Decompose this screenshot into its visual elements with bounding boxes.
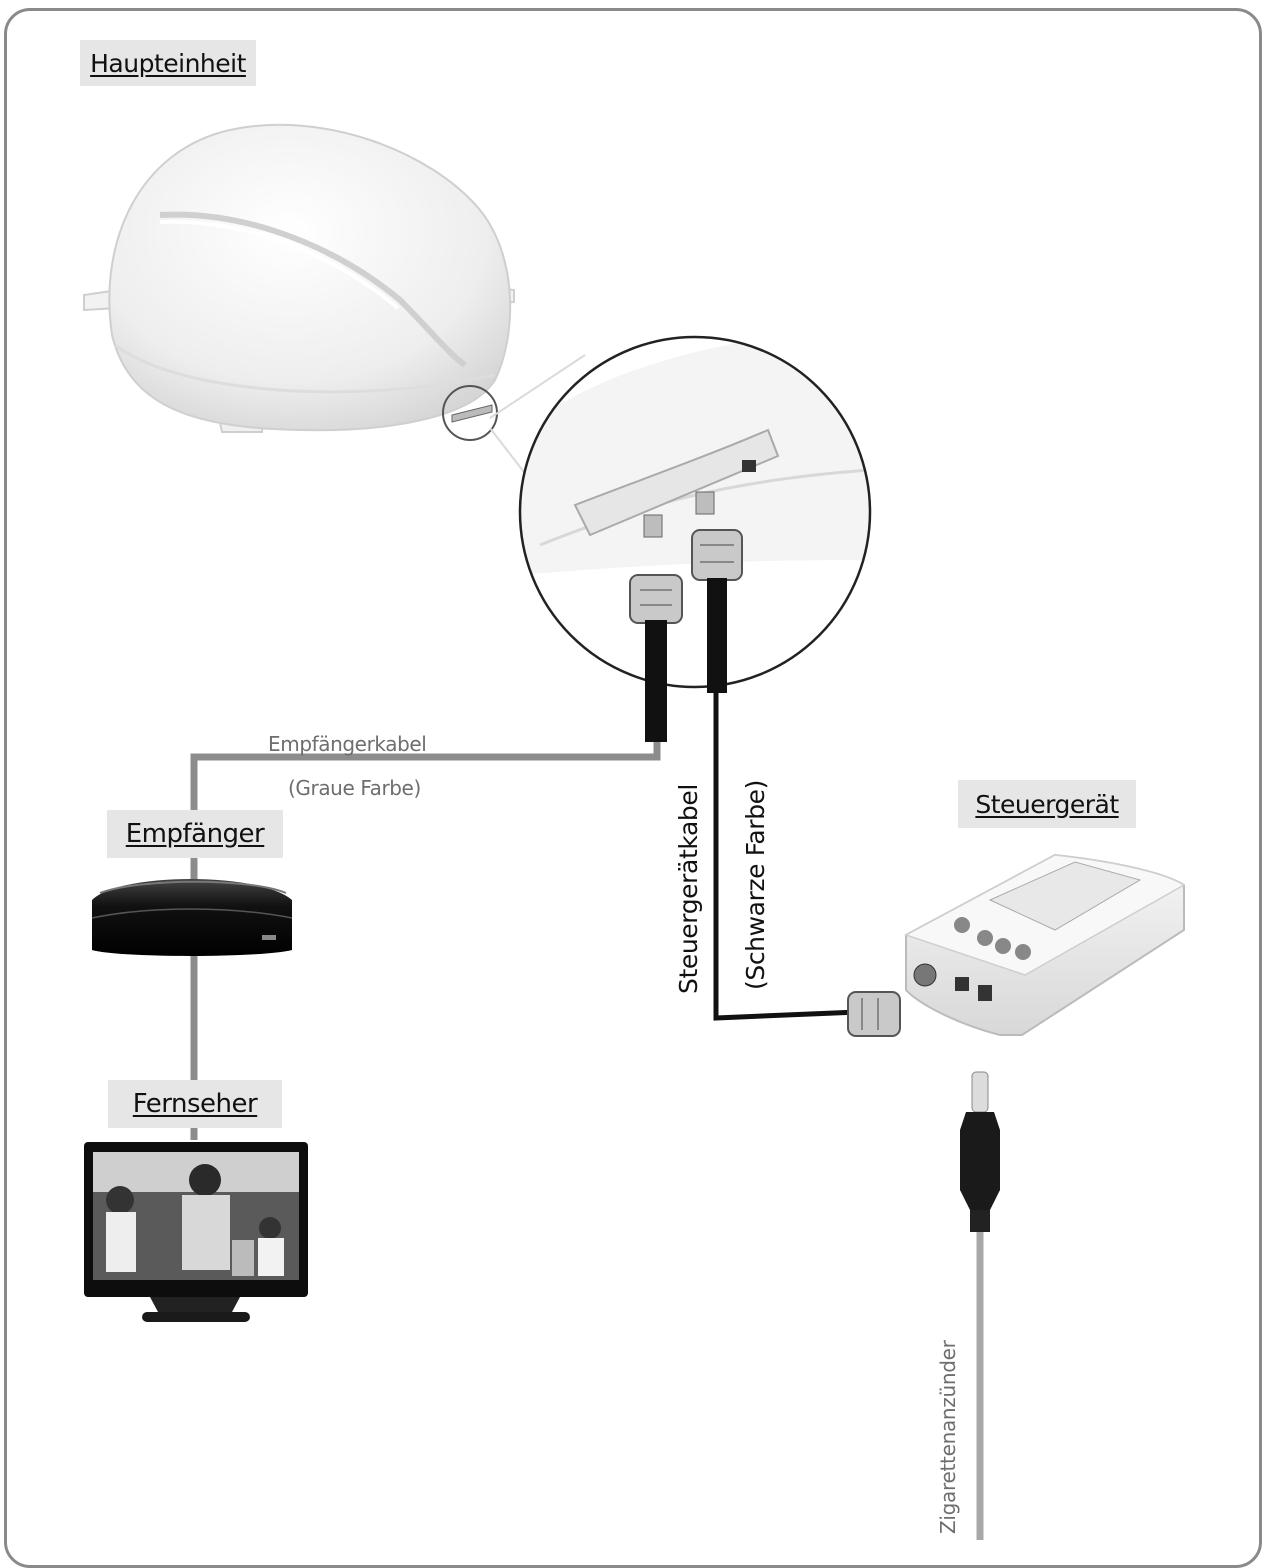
receiver-box-icon [91,879,293,956]
label-empfaenger: Empfänger [107,810,283,858]
black-cable [713,690,859,1021]
label-steuergeraet: Steuergerät [958,780,1136,828]
car-plug-icon [960,1071,1000,1232]
caption-steuergeraetkabel: Steuergerätkabel [674,784,703,994]
coax-connector-icon [629,514,683,742]
controller-icon [904,853,1186,1036]
coax-connector-icon [691,491,743,693]
zoom-detail [518,335,872,689]
label-haupteinheit: Haupteinheit [80,40,256,86]
caption-graue-farbe: (Graue Farbe) [288,776,421,800]
coax-connector-icon [847,991,901,1037]
caption-schwarze-farbe: (Schwarze Farbe) [741,780,770,990]
tv-monitor-icon [84,1142,308,1322]
label-fernseher: Fernseher [108,1080,282,1128]
dome-antenna-icon [83,123,586,481]
caption-zigarettenanzuender: Zigarettenanzünder [936,1340,960,1534]
caption-empfaengerkabel: Empfängerkabel [268,732,427,756]
